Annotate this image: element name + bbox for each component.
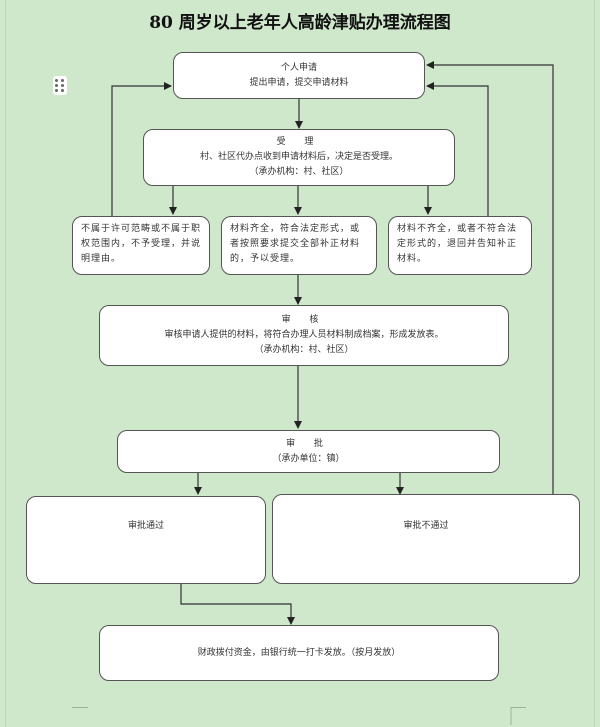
step-review-desc: 审核申请人提供的材料，将符合办理人员材料制成档案，形成发放表。: [164, 330, 444, 340]
step-passed: 审批通过: [26, 496, 266, 584]
connector-reject-apply: [111, 82, 172, 216]
step-reject-scope: 不属于许可范畴或不属于职权范围内，不予受理，并说明理由。: [72, 216, 210, 275]
step-apply: 个人申请 提出申请，提交申请材料: [173, 52, 425, 99]
step-review-title: 审 核: [281, 315, 327, 325]
step-incomplete: 材料不齐全，或者不符合法定形式的，退回并告知补正材料。: [388, 216, 532, 275]
connector-notpassed-apply: [426, 61, 554, 494]
step-approve-title: 审 批: [286, 438, 331, 449]
step-payout: 财政拨付资金，由银行统一打卡发放。（按月发放）: [99, 625, 499, 681]
step-accept-ok: 材料齐全，符合法定形式，或者按照要求提交全部补正材料的，予以受理。: [221, 216, 377, 275]
connector-passed-payout: [180, 583, 295, 625]
step-accept-agency: （承办机构：村、社区）: [249, 167, 349, 177]
step-accept: 受 理 村、社区代办点收到申请材料后，决定是否受理。 （承办机构：村、社区）: [143, 129, 455, 186]
step-passed-text: 审批通过: [127, 521, 164, 531]
step-approve: 审 批 （承办单位：镇）: [117, 430, 500, 473]
step-apply-desc: 提出申请，提交申请材料: [249, 77, 349, 88]
margin-corner-right: [510, 707, 526, 725]
step-review: 审 核 审核申请人提供的材料，将符合办理人员材料制成档案，形成发放表。 （承办机…: [99, 305, 509, 366]
page-edge-left: [5, 0, 6, 727]
step-payout-text: 财政拨付资金，由银行统一打卡发放。（按月发放）: [197, 647, 401, 658]
step-apply-title: 个人申请: [280, 62, 317, 73]
step-accept-ok-text: 材料齐全，符合法定形式，或者按照要求提交全部补正材料的，予以受理。: [230, 224, 361, 264]
step-incomplete-text: 材料不齐全，或者不符合法定形式的，退回并告知补正材料。: [397, 224, 518, 264]
step-review-agency: （承办机构：村、社区）: [254, 345, 354, 355]
step-not-passed: 审批不通过: [272, 494, 580, 584]
margin-corner-left: [72, 707, 88, 708]
step-approve-agency: （承办单位：镇）: [272, 453, 345, 464]
step-not-passed-text: 审批不通过: [403, 521, 449, 531]
connector-incomplete-apply: [426, 82, 489, 216]
drag-handle-icon[interactable]: [53, 76, 67, 95]
step-accept-title: 受 理: [276, 137, 322, 147]
page-title: 80 周岁以上老年人高龄津贴办理流程图: [149, 13, 451, 33]
page-edge-right: [594, 0, 595, 727]
step-accept-desc: 村、社区代办点收到申请材料后，决定是否受理。: [199, 152, 398, 162]
step-reject-scope-text: 不属于许可范畴或不属于职权范围内，不予受理，并说明理由。: [81, 224, 202, 264]
